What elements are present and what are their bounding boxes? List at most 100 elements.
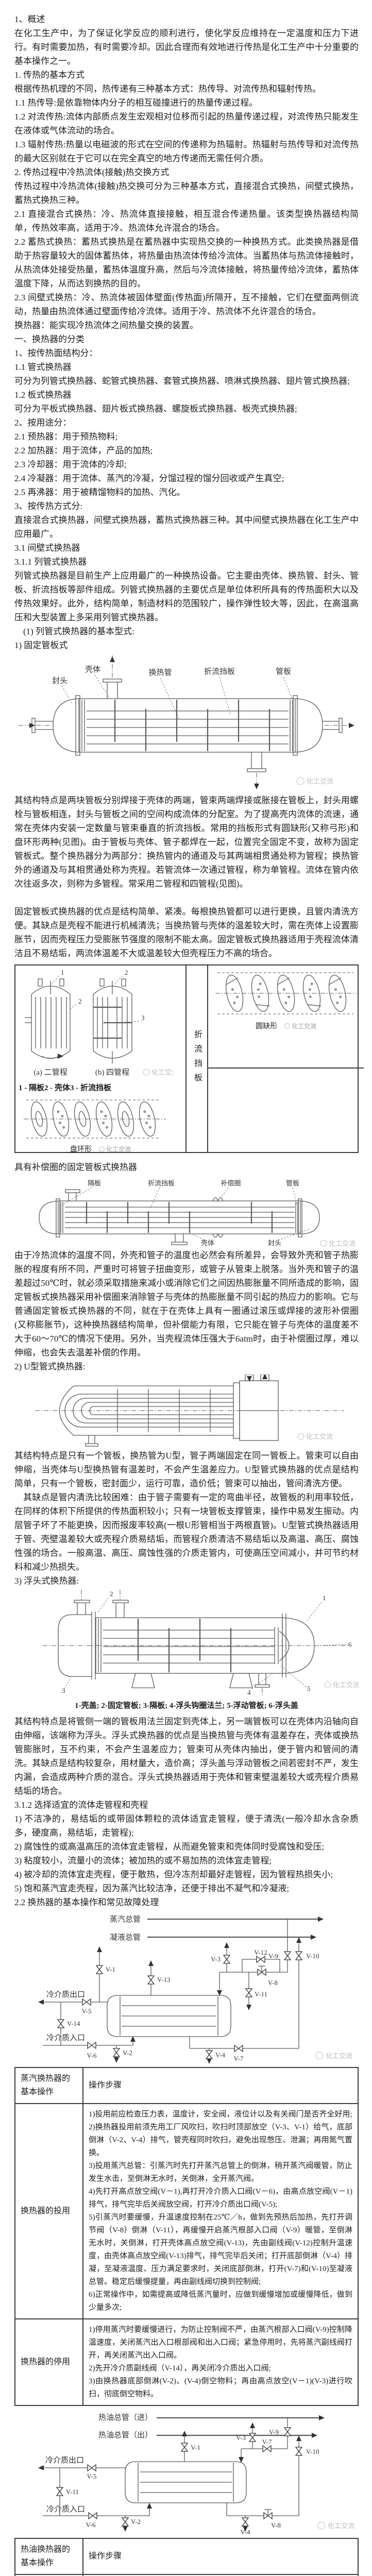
head-label: 封头	[268, 1239, 281, 1247]
heading: 3.1.1 列管式换热器	[14, 557, 87, 567]
heading: 3.1.2 选择适宜的流体走管程和壳程	[14, 1800, 148, 1810]
paragraph: 列管式换热器是目前生产上应用最广的一种换热设备。它主要由壳体、换热管、封头、管板…	[14, 571, 359, 622]
paragraph: 2.1 预热器：用于预热物料;	[14, 432, 118, 442]
num-label: 2	[125, 969, 128, 976]
valve-label: V-3	[211, 1955, 221, 1963]
head-label: 封头	[52, 676, 67, 685]
svg-text:化工交流: 化工交流	[307, 777, 333, 785]
heading: 2、按用途分：	[14, 418, 72, 428]
partition-label: 隔板	[88, 1179, 101, 1187]
heading: 一、换热器的分类	[14, 334, 84, 344]
shell-label: 壳体	[201, 1239, 214, 1247]
steps-cell: 1)停用蒸汽时要缓慢进行，为防止控制阀不严，由蒸汽根部入口阀(V-9)控制降温速…	[82, 2318, 359, 2406]
paragraph: 在化工生产中，为了保证化学反应的顺利进行，使化学反应维持在一定温度和压力下进行。…	[14, 28, 359, 66]
watermark: 化工交流	[296, 777, 333, 785]
paragraph: 换热器：能实现冷热流体之间热量交换的装置。	[14, 320, 198, 330]
paragraph: 1.1 热传导:是依靠物体内分子的相互碰撞进行的热量传递过程。	[14, 98, 258, 108]
cold-in-label: 冷介质入口	[46, 2505, 85, 2514]
paragraph: 2.1 直接混合式换热：冷、热流体直接接触，相互混合传递热量。该类型换热器结构简…	[14, 209, 359, 233]
tubesheet-label: 管板	[276, 667, 291, 676]
heading: 1) 固定管板式	[14, 640, 68, 650]
paragraph: 2.2 加热器：用于流体，产品的加热;	[14, 446, 153, 455]
paragraph: 2.4 冷凝器：用于流体、蒸汽的冷凝，分馏过程的馏分回收或产生真空;	[14, 473, 284, 483]
cold-out-label: 冷介质出口	[46, 1990, 85, 1999]
heading: 1、按传热面结构分：	[14, 348, 98, 358]
floating-head-caption: 1-壳盖; 2-固定管板; 3-隔板; 4-浮头钩圈法兰; 5-浮动管板; 6-…	[75, 1702, 298, 1710]
valve-label: V-11	[66, 2488, 79, 2496]
svg-text:化工交流: 化工交流	[326, 2052, 352, 2060]
paragraph: 2.5 再沸器：用于被精馏物料的加热、汽化。	[14, 487, 185, 497]
heading: 1.2 板式换热器	[14, 390, 72, 400]
valve-label: V-2	[131, 2518, 141, 2526]
watermark: 化工交流	[315, 2052, 352, 2060]
heading-utube: 2) U型管式换热器:	[14, 1362, 86, 1371]
heading: 1.1 管式换热器	[14, 362, 72, 372]
paragraph: 2.3 间壁式换热：冷、热流体被固体壁面(传热面)所隔开，互不接触，它们在壁面两…	[14, 293, 359, 316]
baffle-label: 折流挡板	[148, 1179, 175, 1187]
valve-label: V-7	[233, 2055, 244, 2062]
two-pass-caption: (a) 二管程	[33, 1068, 67, 1077]
paragraph: 2.2 蓄热式换热：蓄热式换热是在蓄热器中实现热交换的一种换热方式。此类换热器是…	[14, 237, 359, 289]
heading-operation: 2.2 换热器的基本操作和常见故障处理	[14, 1897, 159, 1907]
heading: 2. 传热过程中冷热流体(接触)热交换方式	[14, 167, 170, 177]
floating-head-diagram: 2 1 6 5 4 3 化工交流	[43, 1590, 359, 1697]
steam-header-label: 蒸汽总管	[110, 1915, 141, 1924]
svg-text:化工交流: 化工交流	[328, 2522, 354, 2530]
disc-ring-baffle	[24, 1099, 166, 1139]
valve-label: V-8	[268, 1979, 278, 1987]
heading: 1. 传热的基本方式	[14, 70, 84, 80]
pass-legend: 1 - 隔板2 - 壳体3 - 折流挡板	[19, 1084, 111, 1092]
pass-diagram: 1 2 2 3 (a) 二管程 (b) 四管程 化工交流	[25, 969, 178, 1077]
watermark: 化工交流	[317, 2521, 354, 2530]
valve-label: V-1	[106, 1965, 115, 1973]
valve-label: V-13	[157, 1976, 171, 1984]
heading-compensation: 具有补偿圈的固定管板式换热器	[14, 1162, 137, 1172]
valve-label: V-6	[86, 2521, 96, 2529]
svg-text:化工交流: 化工交流	[333, 1681, 359, 1689]
num-label: 4	[247, 1689, 251, 1697]
disc-ring-caption: 盘环形 化工交流	[70, 1146, 131, 1154]
baffle-vertical-label: 折流挡板	[187, 965, 208, 1152]
paragraph: 可分为平板式换热器、翅片板式换热器、螺旋板式换热器、板壳式换热器;	[14, 404, 297, 414]
four-pass-caption: (b) 四管程	[95, 1068, 129, 1077]
heading: (1) 列管式换热器的基本型式:	[14, 626, 134, 636]
paragraph: 2.3 冷却器：用于流体的冷却;	[14, 460, 127, 469]
valve-label: V-9	[268, 1952, 278, 1960]
num-label: 3	[62, 1687, 65, 1694]
paragraph: 可分为列管式换热器、蛇管式换热器、套管式换热器、喷淋式换热器、翅片管式换热器;	[14, 376, 350, 386]
paragraph: 根据传热机理的不同，热传递有三种基本方式：热传导、对流传热和辐射传热。	[14, 84, 321, 94]
valve-label: V-5	[81, 2007, 91, 2015]
paragraph: 其结构特点是将管侧一端的管板用法兰固定到壳体上，另一端管板可以在壳体内沿轴向自由…	[14, 1717, 359, 1796]
valve-label: V-10	[306, 2448, 319, 2455]
num-label: 5	[307, 1685, 311, 1692]
table-header: 蒸汽换热器的基本操作	[14, 2067, 83, 2104]
paragraph: 由于冷热流体的温度不同，外壳和管子的温度也必然会有所差异，会导致外壳和管子热膨胀…	[14, 1250, 359, 1358]
valve-label: V-11	[255, 1990, 267, 1998]
paragraph: 其缺点是管内清洗比较困难：由于管子需要有一定的弯曲半径，故管板的利用率较低，在同…	[14, 1493, 359, 1572]
baffle-label: 折流挡板	[204, 667, 235, 676]
list-item: 2) 腐蚀性的或高温高压的流体宜走管程，从而避免管束和壳体同时受腐蚀和受压;	[14, 1842, 325, 1852]
paragraph: 1.2 对流传热:流体内部质点发生宏观相对位移而引起的热量传递过程，对流传热只能…	[14, 112, 359, 135]
valve-label: V-6	[87, 2052, 97, 2059]
watermark: 化工交流	[297, 1433, 333, 1440]
list-item: 1) 不洁净的，易结垢的或带固体颗粒的流体适宜走管程，便于清洗(一般冷却水含杂质…	[14, 1814, 359, 1838]
list-item: 4) 被冷却的流体宜走壳程，便于散热，但冷冻剂却最好走管程，因为管程热损失小;	[14, 1870, 333, 1879]
paragraph: 1.3 辐射传热:热量以电磁波的形式在空间的传递称为热辐射。热辐射与热传导和对流…	[14, 140, 359, 163]
watermark: 化工交流	[324, 1681, 359, 1689]
watermark: 化工交流	[143, 1069, 178, 1076]
empty-cell	[208, 1069, 364, 1152]
segmental-caption: 圆缺形 化工交流	[255, 1023, 316, 1030]
num-label: 1	[61, 969, 64, 976]
num-label: 2	[78, 997, 82, 1005]
num-label: 3	[141, 1014, 145, 1022]
row-label: 换热器的投用	[14, 2103, 83, 2319]
num-label: 6	[348, 1640, 352, 1648]
valve-label: V-3	[236, 2434, 246, 2442]
compensation-ring-diagram: 隔板 折流挡板 补偿圈 管板 壳体 封头 化工交流	[39, 1179, 356, 1247]
tube-label: 换热管	[148, 668, 172, 677]
valve-label: V-7	[262, 2438, 272, 2446]
cold-out-label: 冷介质出口	[45, 2456, 84, 2465]
table-header: 操作步骤	[82, 2067, 359, 2104]
paragraph: 直接混合式换热器，间壁式换热器，蓄热式换热器三种。其中间壁式换热器在化工生产中应…	[14, 515, 359, 539]
steps-cell: 1)投用前应检查压力表，温度计，安全阀，液位计以及有关阀门是否齐全好用;2)换热…	[82, 2574, 359, 2576]
